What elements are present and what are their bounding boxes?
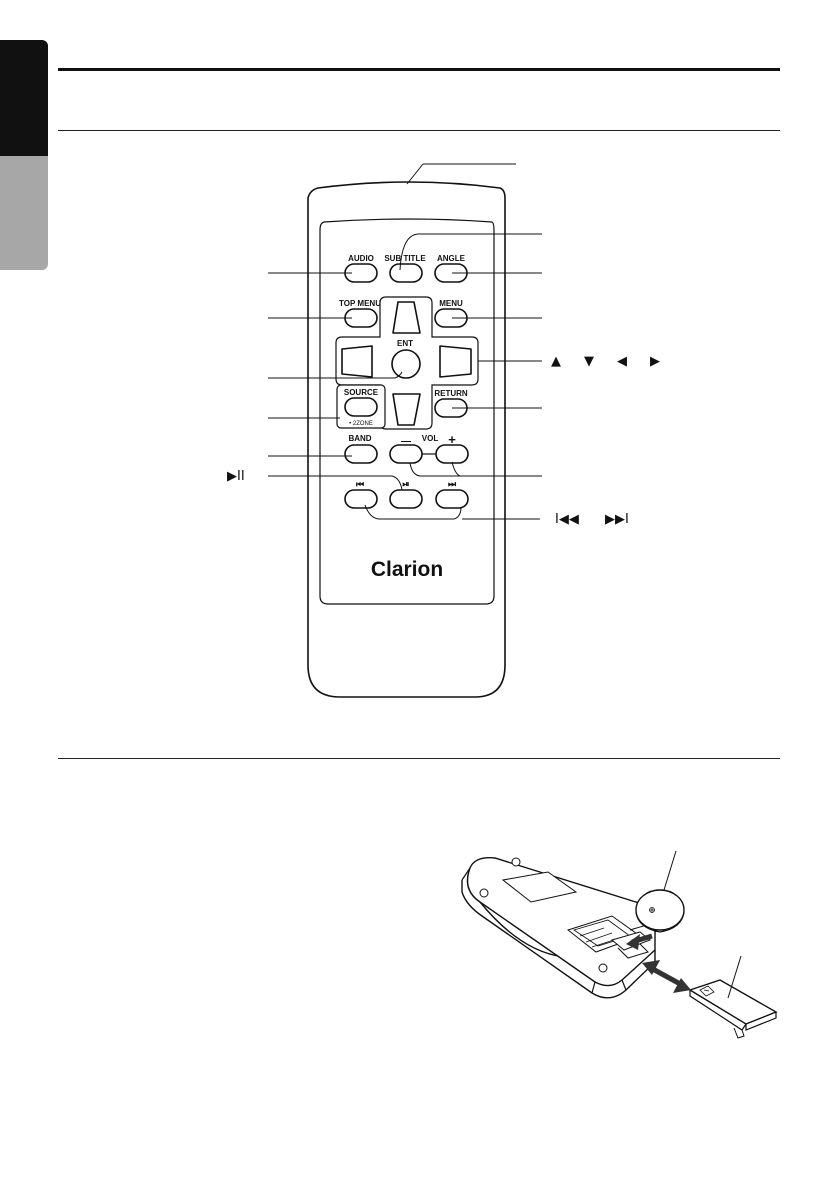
arrow-down-callout: ▼	[584, 354, 594, 369]
dpad-down-button[interactable]	[392, 393, 421, 426]
remote-control-illustration: AUDIO SUB TITLE ANGLE TOP MENU MENU ENT …	[268, 163, 542, 698]
play-pause-callout: ▶II	[227, 469, 245, 484]
audio-label: AUDIO	[348, 254, 374, 263]
callout-lines-left	[268, 272, 462, 520]
battery-tray	[688, 979, 778, 1039]
section-rule-top	[58, 130, 780, 131]
header-rule	[58, 68, 780, 71]
skip-back-callout: I◀◀	[555, 512, 579, 527]
play-pause-button[interactable]	[389, 489, 423, 509]
battery-callout-line	[663, 850, 677, 891]
vol-label: VOL	[422, 434, 439, 443]
section-rule-bottom	[58, 758, 780, 759]
two-zone-label: • 2ZONE	[349, 421, 373, 427]
vol-minus-label: —	[401, 436, 411, 447]
skip-forward-callout: ▶▶I	[605, 512, 629, 527]
remote-back-view	[461, 857, 657, 999]
insert-arrow	[626, 933, 653, 950]
brand-logo: Clarion	[371, 558, 443, 581]
subtitle-label: SUB TITLE	[384, 254, 426, 263]
subtitle-button[interactable]	[389, 263, 423, 283]
tray-callout-line	[727, 955, 742, 999]
ent-button[interactable]	[391, 349, 421, 379]
arrow-right-callout: ▶	[650, 354, 660, 369]
language-tab-active	[0, 40, 48, 156]
return-label: RETURN	[434, 389, 468, 398]
dpad-right-button[interactable]	[439, 345, 472, 378]
band-label: BAND	[348, 434, 371, 443]
tray-slide-arrow	[642, 960, 691, 993]
prev-track-icon: ⏮	[356, 480, 364, 490]
coin-battery	[635, 889, 685, 933]
dpad-frame	[335, 296, 479, 430]
dpad-left-button[interactable]	[341, 345, 373, 378]
callout-lines-right	[399, 163, 542, 520]
next-track-icon: ⏭	[448, 480, 457, 490]
vol-plus-label: +	[448, 432, 456, 447]
dpad-up-button[interactable]	[392, 301, 421, 334]
next-track-button[interactable]	[435, 489, 469, 509]
arrow-left-callout: ◀	[617, 354, 627, 369]
source-button[interactable]	[344, 397, 378, 417]
arrow-up-callout: ▲	[551, 354, 561, 369]
ent-label: ENT	[397, 339, 413, 348]
band-button[interactable]	[344, 444, 378, 464]
source-label: SOURCE	[344, 388, 379, 397]
play-pause-icon: ⏯	[402, 480, 409, 490]
menu-label: MENU	[439, 299, 463, 308]
angle-label: ANGLE	[437, 254, 466, 263]
prev-track-button[interactable]	[344, 489, 378, 509]
language-tab-inactive	[0, 156, 48, 270]
top-menu-label: TOP MENU	[339, 299, 381, 308]
